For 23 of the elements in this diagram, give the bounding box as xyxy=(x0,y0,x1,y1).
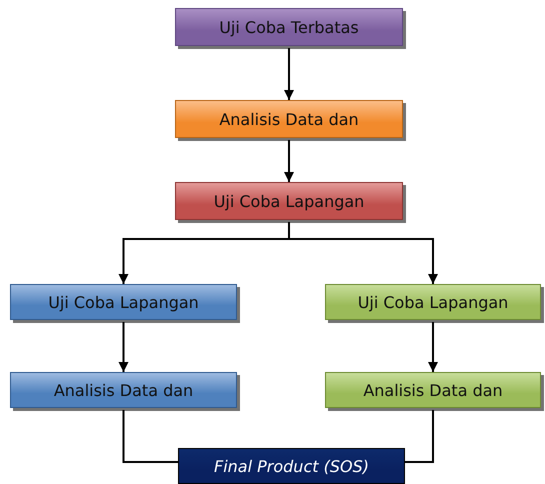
box-label: Analisis Data dan xyxy=(54,380,194,400)
connector-line xyxy=(122,410,178,463)
box-label: Final Product (SOS) xyxy=(214,456,369,476)
arrow xyxy=(288,222,438,284)
connector-line xyxy=(405,410,434,463)
process-box xyxy=(175,8,403,46)
arrow xyxy=(118,322,128,372)
arrow xyxy=(284,48,294,100)
process-box xyxy=(178,448,405,484)
process-box xyxy=(325,372,541,408)
process-box xyxy=(10,372,237,408)
process-box xyxy=(10,284,237,320)
arrow xyxy=(284,140,294,182)
box-label: Uji Coba Lapangan xyxy=(358,292,508,312)
box-label: Uji Coba Lapangan xyxy=(48,292,199,312)
process-box xyxy=(175,100,403,138)
process-box xyxy=(325,284,541,320)
box-label: Uji Coba Lapangan xyxy=(214,192,364,210)
box-label: Analisis Data dan xyxy=(219,110,359,128)
arrow xyxy=(428,322,438,372)
box-label: Analisis Data dan xyxy=(363,380,503,400)
box-label: Uji Coba Terbatas xyxy=(219,18,359,36)
process-box xyxy=(175,182,403,220)
